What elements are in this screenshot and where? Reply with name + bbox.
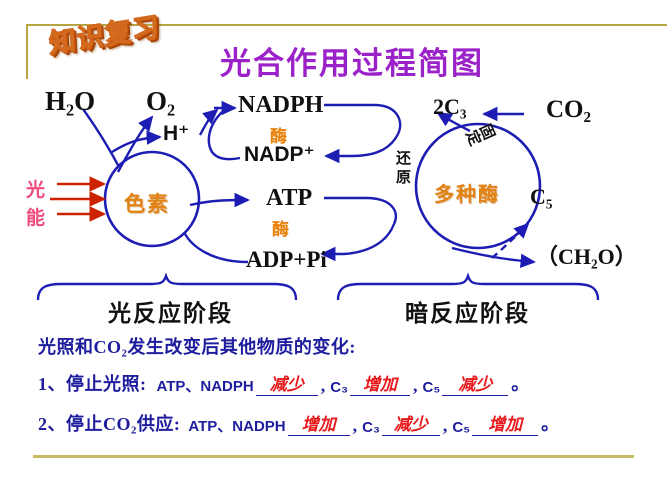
row2-condition: 停止CO₂供应: [66,414,181,434]
label-c5: C₅ [530,184,553,209]
wordart-heading: 知识复习 [48,11,161,60]
row1-blank-2[interactable]: 增加 [350,376,411,396]
arrow-adp-to-pigment [182,231,249,264]
arrow-pigment-to-atp [189,192,250,208]
row2-blank-2[interactable]: 减少 [381,416,440,436]
question-row-1: 1、 停止光照: ATP、NADPH 减少 , C₃ 增加 , C₅ 减少 。 [38,370,532,396]
question-heading: 光照和CO₂发生改变后其他物质的变化: [38,337,356,357]
arrow-cycle-to-product [451,246,536,268]
question-row-2: 2、 停止CO₂供应: ATP、NADPH 增加 , C₃ 减少 , C₅ 增加… [38,410,562,436]
arrow-reduction-to-nadp [324,133,400,164]
row2-period: 。 [541,414,560,434]
row1-label-c5: C₅ [422,379,441,396]
row1-blank-3[interactable]: 减少 [442,376,509,396]
arrow-reduction-to-adp [320,223,396,262]
frame-left-rule [26,24,28,79]
label-nadph: NADPH [238,92,324,118]
label-fixation: 固定 [463,119,498,148]
row2-blank-3[interactable]: 增加 [472,416,539,436]
arrow-pigment-to-oxygen [116,115,154,173]
arrow-nadph-to-reduction [324,103,402,135]
label-oxygen: O₂ [146,86,176,116]
row2-label-c3: C₃ [362,419,380,436]
label-enzyme-upper: 酶 [270,127,287,146]
arrow-proton-to-nadph [198,108,219,136]
arrow-water-to-pigment [82,108,121,168]
row2-blank-1[interactable]: 增加 [287,416,350,436]
caption-light-reaction-stage: 光反应阶段 [108,301,233,326]
arrow-product-to-c5 [491,222,530,259]
label-atp: ATP [266,185,313,211]
loop-nadph-to-nadp [207,111,241,161]
row1-number: 1、 [38,374,66,394]
row1-comma-1: , [320,375,326,395]
row2-substances: ATP、NADPH [188,418,286,435]
label-product-ch2o: （CH₂O） [536,244,637,269]
row2-comma-2: , [442,415,448,435]
row2-label-c5: C₅ [452,419,471,436]
label-reduction: 还原 [394,150,411,188]
row1-substances: ATP、NADPH [156,378,254,395]
arrow-atp-to-reduction [324,196,398,225]
row1-period: 。 [511,374,530,394]
label-co2: CO₂ [546,96,591,123]
label-proton: H⁺ [163,122,190,145]
row1-label-c3: C₃ [330,379,349,396]
label-light-char-2: 能 [26,208,46,229]
row1-comma-2: , [413,375,418,395]
label-enzyme-lower: 酶 [272,220,289,239]
arrow-pigment-to-proton [111,130,162,154]
label-pigment: 色素 [124,193,170,216]
label-nadp-plus: NADP⁺ [244,143,315,166]
label-multiple-enzymes: 多种酶 [434,184,500,206]
caption-dark-reaction-stage: 暗反应阶段 [405,301,530,326]
label-water: H₂O [45,86,96,116]
row2-comma-1: , [352,415,358,435]
frame-bottom-rule [33,455,634,458]
row1-condition: 停止光照: [66,374,147,394]
label-adp-pi: ADP+Pi [246,247,327,272]
row2-number: 2、 [38,414,66,434]
label-light-char-1: 光 [26,180,46,201]
label-c3: 2C₃ [433,94,467,119]
frame-top-rule [26,24,667,26]
page-title: 光合作用过程简图 [220,46,484,81]
row1-blank-1[interactable]: 减少 [255,376,318,396]
